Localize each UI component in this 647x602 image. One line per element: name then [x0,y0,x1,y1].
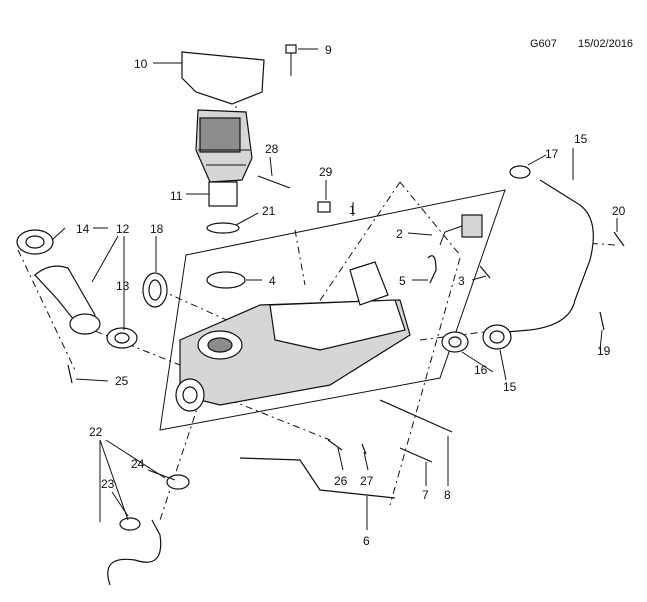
callout-16: 16 [474,363,488,377]
callout-29: 29 [319,165,333,179]
callout-11: 11 [170,189,183,203]
flange-15 [482,324,512,350]
callout-21: 21 [262,204,276,218]
bolt-27 [361,443,367,455]
egr-valve-part [181,51,265,207]
callout-22: 22 [89,425,103,439]
nut-29 [317,201,331,213]
callout-6: 6 [363,534,370,548]
callout-labels: 1 2 3 4 5 6 7 8 9 10 11 12 13 14 15 15 1… [76,43,626,548]
bolt-20 [613,231,625,247]
gasket-4 [206,271,246,289]
callout-7: 7 [422,488,429,502]
bolt-9 [285,44,297,76]
callout-28: 28 [265,142,279,156]
screw-3 [479,265,491,279]
callout-27: 27 [360,474,374,488]
callout-5: 5 [399,274,406,288]
bolt-8 [379,399,453,433]
diagram-date: 15/02/2016 [578,38,634,50]
clamp-23 [119,517,141,531]
callout-26: 26 [334,474,348,488]
callout-13: 13 [116,279,130,293]
callout-2: 2 [396,227,403,241]
egr-cooler-body [175,261,411,412]
gasket-21 [206,222,240,234]
callout-4: 4 [269,274,276,288]
callout-24: 24 [131,457,145,471]
leader-lines [51,48,618,530]
clamp-24 [166,474,190,490]
callout-25: 25 [115,374,129,388]
callout-17: 17 [545,147,559,161]
pipe-6 [239,457,396,499]
callout-8: 8 [444,488,451,502]
flange-gasket-14 [16,229,54,255]
assembly-outline [159,189,506,431]
bolt-7 [399,447,433,463]
pressure-sensor-2 [439,214,483,246]
bolt-19 [599,311,605,331]
exhaust-pipe-15 [494,179,594,334]
gasket-13 [106,327,138,349]
callout-18: 18 [150,222,164,236]
hose-22 [107,519,162,586]
intake-pipe-12 [34,265,101,335]
gasket-16 [441,331,469,353]
gasket-17 [509,165,531,179]
callout-23: 23 [101,477,115,491]
callout-1: 1 [349,203,356,217]
callout-9: 9 [325,43,332,57]
diagram-code: G607 [530,38,557,50]
stud-28 [257,175,291,189]
callout-12: 12 [116,222,130,236]
bolt-25 [67,364,73,384]
callout-15-lower: 15 [503,380,517,394]
hose-5 [427,255,437,284]
callout-20: 20 [612,204,626,218]
callout-10: 10 [134,57,148,71]
callout-19: 19 [597,344,611,358]
seal-ring-18 [142,272,168,308]
callout-14: 14 [76,222,90,236]
callout-15-upper: 15 [574,132,588,146]
bolt-26 [327,439,343,451]
callout-3: 3 [458,274,465,288]
